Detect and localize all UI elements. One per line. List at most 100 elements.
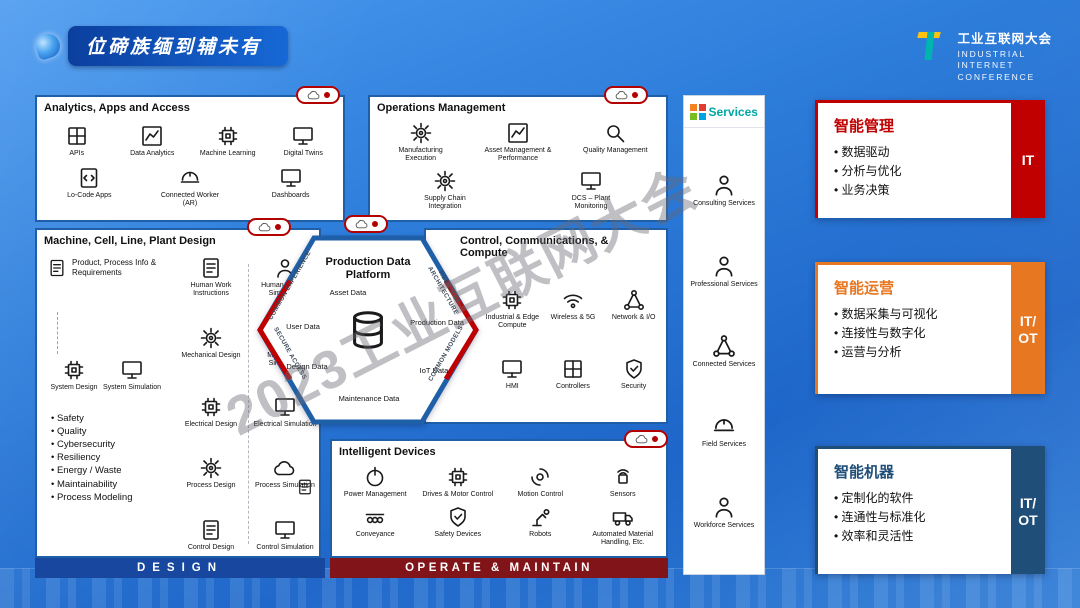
sensors-label: Sensors: [609, 491, 636, 499]
hmi-item: HMI: [483, 357, 541, 391]
panel-tab-it-ot: IT/OT: [1011, 449, 1045, 574]
asset-management-performance-icon: [506, 121, 530, 145]
motion-control-item: Motion Control: [502, 465, 578, 499]
power-management-label: Power Management: [343, 491, 407, 499]
icon-row: Consulting Services: [684, 172, 764, 208]
operate-maintain-phase-bar: OPERATE & MAINTAIN: [330, 558, 668, 578]
consulting-services-icon: [711, 172, 737, 198]
system-simulation-label: System Simulation: [103, 384, 161, 391]
industrial-edge-compute-icon: [500, 288, 524, 312]
analytics-box-title: Analytics, Apps and Access: [44, 102, 190, 114]
list-item: Energy / Waste: [51, 464, 171, 477]
workforce-services-item: Workforce Services: [686, 494, 762, 530]
process-simulation-item: Process Simulation: [253, 456, 317, 490]
devices-icon-grid: Power Management Drives & Motor Control Mo…: [332, 460, 666, 556]
wireless-5g-label: Wireless & 5G: [550, 313, 596, 321]
product-process-info-icon: [47, 258, 67, 278]
supply-chain-integration-item: Supply Chain Integration: [411, 169, 479, 211]
system-design-label: System Design: [50, 384, 98, 391]
icon-row: Connected Services: [684, 333, 764, 369]
cloud-icon: [258, 220, 272, 234]
human-work-instructions-icon: [199, 256, 223, 280]
cloud-connectivity-badge: [624, 430, 668, 448]
maintenance-data-label: Maintenance Data: [338, 394, 400, 403]
hmi-icon: [500, 357, 524, 381]
mechanical-design-label: Mechanical Design: [181, 351, 241, 359]
panel-tab-it: IT: [1011, 103, 1045, 218]
conference-name-en-1: INDUSTRIAL: [957, 49, 1027, 59]
apis-item: APIs: [43, 124, 111, 158]
panel-bullet-list: 定制化的软件连通性与标准化效率和灵活性: [834, 489, 1005, 547]
professional-services-icon: [711, 253, 737, 279]
icon-row: Power Management Drives & Motor Control Mo…: [334, 465, 664, 499]
field-services-icon: [711, 413, 737, 439]
product-process-info-item: Product, Process Info & Requirements: [47, 258, 171, 278]
human-work-instructions-item: Human Work Instructions: [179, 256, 243, 298]
robots-item: Robots: [502, 505, 578, 539]
consulting-services-label: Consulting Services: [693, 200, 755, 208]
control-design-item: Control Design: [179, 518, 243, 552]
system-design-icon: [62, 358, 86, 382]
machine-learning-icon: [216, 124, 240, 148]
control-box-title: Control, Communications, & Compute: [460, 235, 609, 259]
connected-services-icon: [711, 333, 737, 359]
control-communications-compute-box: Control, Communications, & Compute Indus…: [424, 228, 668, 424]
apis-label: APIs: [69, 149, 85, 157]
drives-motor-control-icon: [446, 465, 470, 489]
lifecycleiq-brand: Services: [684, 96, 764, 128]
dcs-plant-monitoring-icon: [579, 169, 603, 193]
drives-motor-control-label: Drives & Motor Control: [422, 491, 494, 499]
production-data-platform: Production Data Platform Asset Data User…: [256, 230, 480, 430]
panel-bullet: 数据采集与可视化: [834, 305, 1005, 324]
panel-bullet: 数据驱动: [834, 143, 1005, 162]
network-i-o-icon: [622, 288, 646, 312]
dashboards-item: Dashboards: [257, 166, 325, 200]
data-analytics-label: Data Analytics: [130, 149, 175, 157]
panel-smart-management: 智能管理 数据驱动分析与优化业务决策 IT: [815, 100, 1045, 218]
panel-bullet: 运营与分析: [834, 343, 1005, 362]
list-item: Cybersecurity: [51, 438, 171, 451]
conference-name-en-2: INTERNET: [957, 60, 1015, 71]
data-analytics-icon: [140, 124, 164, 148]
workforce-services-icon: [711, 494, 737, 520]
process-simulation-label: Process Simulation: [255, 482, 315, 490]
panel-bullet: 效率和灵活性: [834, 527, 1005, 546]
digital-twins-item: Digital Twins: [269, 124, 337, 158]
automated-material-handling-etc-label: Automated Material Handling, Etc.: [592, 530, 654, 546]
production-data-label: Production Data: [410, 318, 464, 327]
quality-management-item: Quality Management: [581, 121, 649, 155]
dcs-plant-monitoring-label: DCS – Plant Monitoring: [571, 194, 611, 210]
system-design-row: System Design System Simulation: [45, 358, 173, 392]
robots-icon: [528, 505, 552, 529]
list-item: Resiliency: [51, 451, 171, 464]
manufacturing-execution-icon: [409, 121, 433, 145]
machine-cell-line-plant-design-box: Machine, Cell, Line, Plant Design Produc…: [35, 228, 321, 558]
conference-name-cn: 工业互联网大会: [957, 32, 1052, 46]
list-item: Safety: [51, 412, 171, 425]
iot-data-label: IoT Data: [419, 366, 449, 375]
sensors-item: Sensors: [585, 465, 661, 499]
hmi-label: HMI: [505, 383, 519, 390]
supply-chain-integration-label: Supply Chain Integration: [424, 194, 466, 210]
panel-bullet-list: 数据采集与可视化连接性与数字化运营与分析: [834, 305, 1005, 363]
connected-worker-ar-item: Connected Worker (AR): [156, 166, 224, 208]
panel-tab-it-ot: IT/OT: [1011, 265, 1045, 394]
quality-management-label: Quality Management: [583, 147, 648, 155]
conference-logo-text: 工业互联网大会 INDUSTRIAL INTERNET CONFERENCE: [957, 28, 1052, 83]
panel-smart-operations: 智能运营 数据采集与可视化连接性与数字化运营与分析 IT/OT: [815, 262, 1045, 394]
safety-devices-label: Safety Devices: [434, 530, 482, 538]
panel-bullet: 连接性与数字化: [834, 324, 1005, 343]
panel-smart-machines: 智能机器 定制化的软件连通性与标准化效率和灵活性 IT/OT: [815, 446, 1045, 574]
cloud-icon: [355, 217, 369, 231]
status-dot: [631, 92, 638, 98]
machine-learning-item: Machine Learning: [194, 124, 262, 158]
